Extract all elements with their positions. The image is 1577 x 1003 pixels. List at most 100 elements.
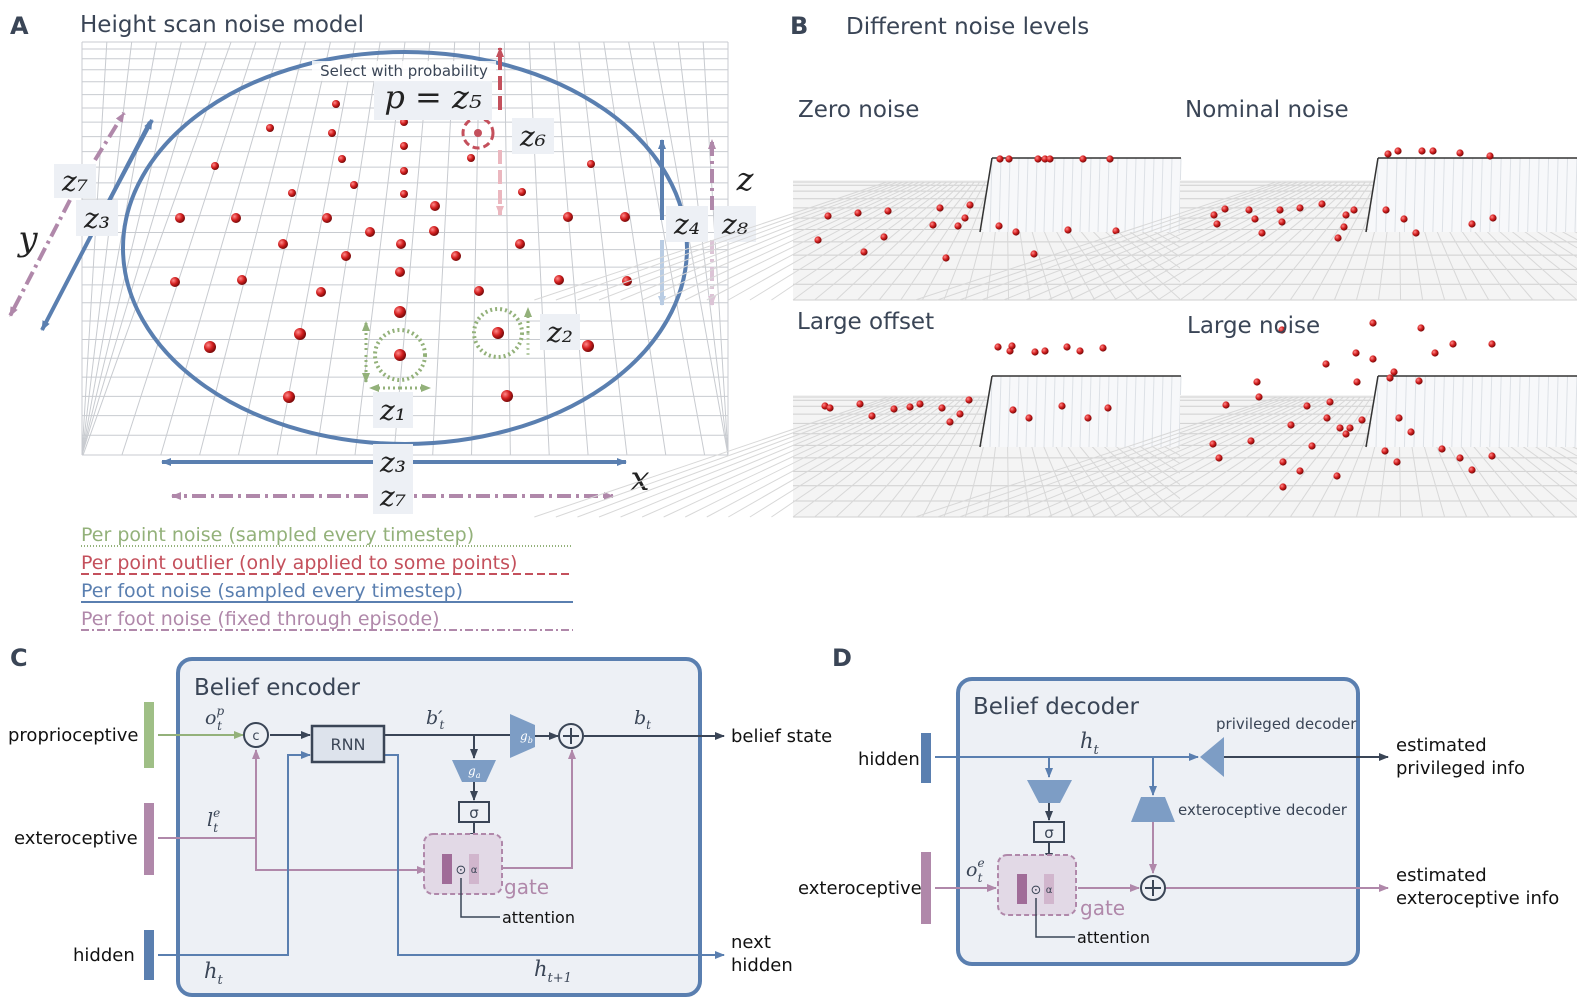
step-grid xyxy=(1460,375,1464,448)
sample-point xyxy=(1322,360,1330,368)
select-text-bg xyxy=(312,61,496,81)
sample-point xyxy=(1276,206,1284,214)
attention-net-block xyxy=(1027,780,1072,803)
scene-grid-v xyxy=(706,396,932,518)
y-axis-label: y xyxy=(16,219,38,259)
sample-point xyxy=(1031,348,1039,356)
scene-grid-v xyxy=(959,396,1289,518)
sample-point xyxy=(1342,211,1350,219)
scan-point xyxy=(518,188,526,196)
z7-x-label: z₇ xyxy=(379,480,406,513)
scene-large-noise xyxy=(915,319,1577,518)
scan-point xyxy=(288,189,296,197)
step-grid xyxy=(1517,157,1521,233)
scan-point xyxy=(211,162,219,170)
z6-label-bg xyxy=(512,118,554,154)
gate-alpha-bar xyxy=(469,854,479,884)
sample-point xyxy=(994,343,1002,351)
gate-to-sum xyxy=(502,749,576,869)
z-axis-label: z xyxy=(736,160,755,198)
step-grid xyxy=(1441,157,1445,233)
step-grid xyxy=(1025,375,1029,448)
sample-point xyxy=(1308,442,1316,450)
sample-point xyxy=(1012,228,1020,236)
scene-grid-v xyxy=(1157,181,1338,301)
belief-encoder-title: Belief encoder xyxy=(194,675,360,701)
sample-point xyxy=(1323,414,1331,422)
sample-point xyxy=(1369,355,1377,363)
scene-grid-v xyxy=(1289,181,1372,301)
scene-grid-v xyxy=(620,181,909,301)
step-grid xyxy=(1375,375,1379,448)
scene-grid-v xyxy=(792,181,953,301)
sample-point xyxy=(1064,226,1072,234)
step-grid xyxy=(1527,157,1531,233)
scene-grid-v xyxy=(598,181,904,301)
sigma-block xyxy=(458,801,490,823)
sample-point xyxy=(946,418,954,426)
grid-line-v xyxy=(121,41,257,456)
step-grid xyxy=(1151,157,1155,233)
output-privileged-info: privileged info xyxy=(1396,758,1525,779)
sample-point xyxy=(884,207,892,215)
sample-point xyxy=(1076,347,1084,355)
scan-point xyxy=(237,275,247,285)
exteroceptive-bar xyxy=(144,803,154,875)
noise-level-scenes xyxy=(534,147,1577,518)
scan-point xyxy=(328,129,336,137)
sample-point xyxy=(1468,220,1476,228)
decoder-sigma-label: σ xyxy=(1044,824,1054,842)
step-grid xyxy=(1546,157,1550,233)
step-grid xyxy=(1079,157,1083,233)
scene-grid-v xyxy=(749,181,942,301)
sample-point xyxy=(1008,342,1016,350)
grid-line-v xyxy=(82,41,232,456)
decoder-hidden-bar xyxy=(921,733,931,783)
gate-alpha: α xyxy=(471,865,478,876)
step-grid xyxy=(1124,375,1128,448)
scene-grid-v xyxy=(1069,396,1317,518)
scene-grid-v xyxy=(728,181,937,301)
sample-point xyxy=(1382,206,1390,214)
scene-grid-v xyxy=(1245,396,1361,518)
step-grid xyxy=(1124,157,1128,233)
scan-point xyxy=(341,251,351,261)
step-grid xyxy=(1115,375,1119,448)
scene-grid-v xyxy=(685,181,926,301)
sample-point xyxy=(1258,229,1266,237)
p-equals-z5-label: p = z₅ xyxy=(384,78,482,116)
scene-grid-v xyxy=(857,181,970,301)
scene-grid-v xyxy=(577,181,898,301)
step-grid xyxy=(1169,375,1173,448)
sample-point xyxy=(1046,155,1054,163)
sample-point xyxy=(1063,343,1071,351)
hidden-bar xyxy=(144,930,154,980)
sample-point xyxy=(1407,428,1415,436)
grid-line-v xyxy=(702,41,729,456)
decoder-gate-alpha: α xyxy=(1046,885,1053,896)
sample-point xyxy=(965,396,973,404)
exteroceptive-decoder-block xyxy=(1131,797,1175,822)
step-grid xyxy=(1555,157,1559,233)
scan-point xyxy=(283,391,295,403)
step-grid xyxy=(1142,375,1146,448)
step-grid xyxy=(1070,157,1074,233)
scan-point xyxy=(231,213,241,223)
scene-grid-v xyxy=(1003,181,1299,301)
sigma-label: σ xyxy=(469,804,479,822)
input-hidden: hidden xyxy=(73,945,135,966)
sample-point xyxy=(1213,220,1221,228)
scan-point xyxy=(338,155,346,163)
output-hidden-label: hidden xyxy=(731,955,793,976)
grid-line-v xyxy=(553,41,589,456)
b-t-label: bt xyxy=(634,707,651,732)
scan-point xyxy=(365,227,375,237)
step-grid xyxy=(989,157,993,233)
scene-grid-v xyxy=(1135,396,1333,518)
rnn-label: RNN xyxy=(330,735,365,754)
sample-point xyxy=(936,204,944,212)
scan-point xyxy=(204,341,216,353)
sample-point xyxy=(1209,440,1217,448)
